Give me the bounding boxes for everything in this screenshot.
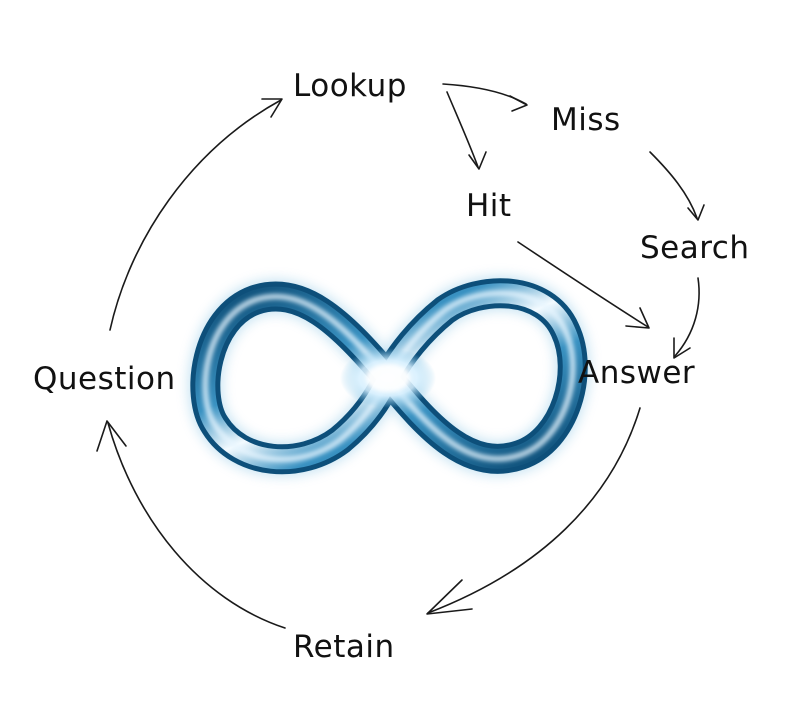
arrow-hit-to-answer — [517, 241, 650, 329]
arrow-retain-to-question — [96, 420, 286, 629]
node-answer: Answer — [578, 355, 695, 391]
arrow-answer-to-retain — [426, 407, 641, 615]
node-retain: Retain — [293, 629, 395, 665]
arrow-lookup-to-miss — [442, 83, 528, 112]
arrow-miss-to-search — [649, 151, 705, 221]
arrow-question-to-lookup — [109, 98, 283, 331]
infinity-icon — [188, 276, 590, 477]
arrow-search-to-answer — [673, 277, 700, 359]
node-search: Search — [640, 230, 750, 266]
node-miss: Miss — [551, 102, 621, 138]
node-hit: Hit — [466, 188, 512, 224]
node-lookup: Lookup — [293, 68, 407, 104]
arrow-lookup-to-hit — [446, 91, 487, 170]
node-question: Question — [33, 361, 176, 397]
